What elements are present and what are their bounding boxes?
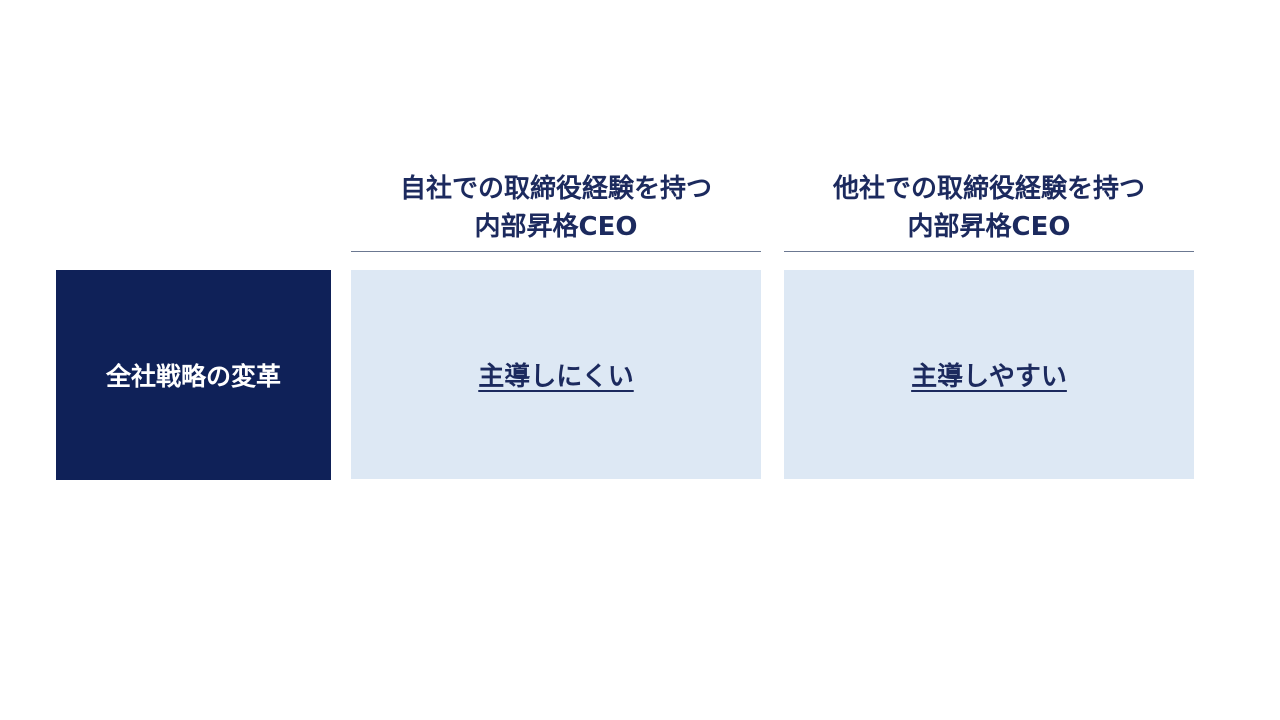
cell-other-company: 主導しやすい [784,270,1194,479]
cell-text-hard-to-lead: 主導しにくい [478,362,634,392]
row-label-text: 全社戦略の変革 [105,362,281,391]
column-header-line-1: 自社での取締役経験を持つ [399,174,712,204]
column-header-line-2: 内部昇格CEO [474,212,638,242]
column-header-line-2: 内部昇格CEO [907,212,1071,242]
cell-text-easy-to-lead: 主導しやすい [911,362,1067,392]
column-header-own-company: 自社での取締役経験を持つ 内部昇格CEO [351,168,761,248]
column-header-line-1: 他社での取締役経験を持つ [832,174,1145,204]
row-label-strategy-transformation: 全社戦略の変革 [56,270,331,480]
column-header-divider [784,251,1194,252]
column-header-divider [351,251,761,252]
column-header-other-company: 他社での取締役経験を持つ 内部昇格CEO [784,168,1194,248]
cell-own-company: 主導しにくい [351,270,761,479]
